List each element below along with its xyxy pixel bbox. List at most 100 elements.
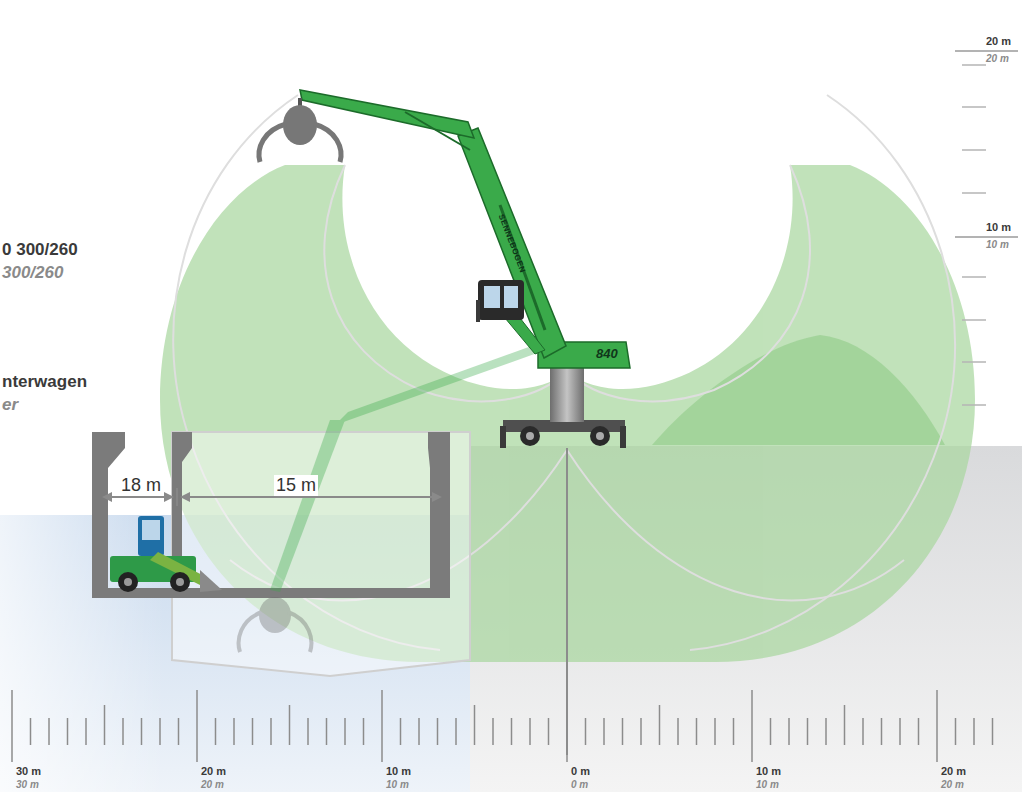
illustration-part — [186, 496, 436, 498]
illustration-part — [12, 690, 993, 762]
dimension-value: 15 m — [274, 475, 318, 496]
illustration-part — [200, 570, 222, 592]
scale-value: 20 m — [986, 35, 1011, 48]
model-number: 840 — [596, 347, 618, 362]
scale-tick — [437, 718, 439, 745]
scale — [12, 51, 1018, 762]
axis-value: 30 m — [16, 765, 41, 778]
scale-tick — [11, 690, 13, 762]
scale-tick — [714, 718, 716, 745]
scale-tick — [881, 718, 883, 745]
axis-value: 0 m — [571, 779, 588, 791]
illustration-part — [259, 597, 291, 633]
illustration-part — [590, 426, 610, 446]
scale-tick — [788, 718, 790, 745]
scale-tick — [474, 705, 476, 745]
material-handler — [259, 90, 630, 448]
scale-tick — [659, 705, 661, 745]
scale-tick — [381, 690, 383, 762]
illustration-part — [484, 286, 500, 308]
scale-tick — [955, 718, 957, 745]
illustration-part — [180, 492, 190, 502]
axis-value: 20 m — [941, 765, 966, 778]
model-name: 0 300/260 — [2, 240, 78, 260]
illustration-part — [520, 426, 540, 446]
illustration-part — [239, 612, 312, 652]
illustration-part — [164, 492, 174, 502]
scale-tick — [178, 718, 180, 745]
scale-tick — [141, 718, 143, 745]
illustration-part — [170, 572, 190, 592]
scale-tick — [962, 361, 986, 363]
undercarriage-name: nterwagen — [2, 372, 87, 392]
scale-tick — [962, 64, 986, 66]
scale-tick — [955, 236, 1018, 238]
illustration-part — [142, 520, 160, 540]
scale-tick — [825, 718, 827, 745]
scale-value: 20 m — [986, 53, 1009, 65]
scale-tick — [899, 718, 901, 745]
illustration-part — [476, 300, 480, 322]
scale-tick — [85, 718, 87, 745]
axis-value: 20 m — [201, 765, 226, 778]
scale-tick — [962, 404, 986, 406]
illustration-part — [567, 165, 975, 662]
scale-tick — [548, 718, 550, 745]
illustration-part — [102, 492, 112, 502]
undercarriage-name: er — [2, 395, 18, 415]
illustration-part — [283, 105, 317, 145]
axis-value: 30 m — [16, 779, 39, 791]
illustration-part — [335, 340, 548, 425]
scale-tick — [992, 718, 994, 745]
scale-tick — [122, 718, 124, 745]
scale-tick — [770, 718, 772, 745]
illustration-part — [150, 552, 208, 586]
scale-tick — [326, 718, 328, 745]
scale-tick — [751, 690, 753, 762]
scale-tick — [585, 718, 587, 745]
illustration-part — [176, 578, 184, 586]
scale-tick — [492, 718, 494, 745]
illustration-part — [118, 572, 138, 592]
scale-tick — [196, 690, 198, 762]
scale-tick — [844, 705, 846, 745]
illustration-part — [124, 578, 132, 586]
illustration-part — [458, 128, 566, 358]
scale-tick — [511, 718, 513, 745]
scale-tick — [936, 690, 938, 762]
scale-tick — [807, 718, 809, 745]
axis-value: 10 m — [756, 765, 781, 778]
scale-tick — [962, 192, 986, 194]
scale-tick — [955, 50, 1018, 52]
scale-tick — [962, 276, 986, 278]
scale-tick — [640, 718, 642, 745]
illustration-part — [478, 280, 524, 320]
illustration-part — [526, 432, 534, 440]
illustration-part — [504, 286, 518, 308]
illustration-part — [596, 432, 604, 440]
scale-tick — [677, 718, 679, 745]
axis-value: 20 m — [201, 779, 224, 791]
scale-tick — [962, 106, 986, 108]
scale-tick — [363, 718, 365, 745]
scale-tick — [862, 718, 864, 745]
scale-tick — [233, 718, 235, 745]
illustration-part — [620, 426, 626, 448]
illustration-part — [259, 124, 341, 162]
axis-value: 10 m — [756, 779, 779, 791]
brand-name: SENNEBOGEN — [497, 213, 528, 274]
scale-tick — [289, 705, 291, 745]
scale-tick — [973, 718, 975, 745]
illustration-part — [690, 95, 955, 650]
scale-value: 10 m — [986, 221, 1011, 234]
scale-tick — [529, 718, 531, 745]
illustration-part — [176, 488, 178, 506]
scale-tick — [400, 718, 402, 745]
scale-tick — [270, 718, 272, 745]
scale-tick — [215, 718, 217, 745]
illustration-part — [108, 496, 168, 498]
axis-value: 0 m — [571, 765, 590, 778]
illustration-part — [324, 165, 810, 401]
scale-tick — [566, 690, 568, 762]
